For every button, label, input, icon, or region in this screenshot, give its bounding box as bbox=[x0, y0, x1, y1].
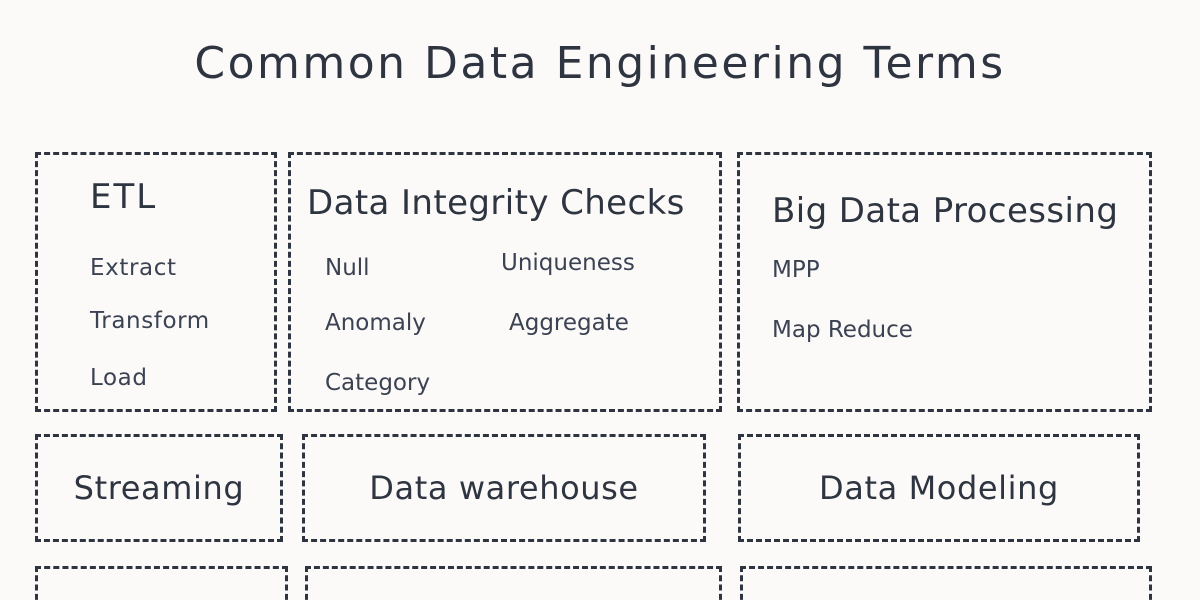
card-big-data-processing-title: Big Data Processing bbox=[772, 191, 1119, 231]
card-data-integrity-checks[interactable]: Data Integrity Checks Null Anomaly Categ… bbox=[288, 152, 722, 412]
card-streaming[interactable]: Streaming bbox=[35, 434, 283, 542]
card-data-modeling[interactable]: Data Modeling bbox=[738, 434, 1140, 542]
card-data-warehouse-title: Data warehouse bbox=[369, 469, 639, 507]
card-etl-item-load: Load bbox=[90, 365, 148, 391]
card-big-data-processing-item-mpp: MPP bbox=[772, 257, 820, 283]
card-data-integrity-checks-item-aggregate: Aggregate bbox=[509, 310, 629, 336]
card-etl-item-extract: Extract bbox=[90, 255, 177, 281]
card-etl-item-transform: Transform bbox=[90, 308, 210, 334]
card-data-integrity-checks-title: Data Integrity Checks bbox=[307, 183, 685, 223]
card-etl[interactable]: ETL Extract Transform Load bbox=[35, 152, 277, 412]
card-data-integrity-checks-item-null: Null bbox=[325, 255, 370, 281]
page-title: Common Data Engineering Terms bbox=[194, 38, 1006, 89]
card-big-data-processing-item-map-reduce: Map Reduce bbox=[772, 317, 913, 343]
card-etl-title: ETL bbox=[90, 177, 158, 217]
card-data-integrity-checks-item-anomaly: Anomaly bbox=[325, 310, 426, 336]
card-data-warehouse[interactable]: Data warehouse bbox=[302, 434, 706, 542]
card-row3-second[interactable] bbox=[305, 566, 722, 600]
card-row3-first[interactable]: Data bbox=[35, 566, 288, 600]
card-data-integrity-checks-item-uniqueness: Uniqueness bbox=[501, 250, 635, 276]
card-data-integrity-checks-item-category: Category bbox=[325, 370, 431, 396]
card-streaming-title: Streaming bbox=[73, 469, 245, 507]
card-big-data-processing[interactable]: Big Data Processing MPP Map Reduce bbox=[737, 152, 1152, 412]
card-row3-third[interactable] bbox=[740, 566, 1152, 600]
card-data-modeling-title: Data Modeling bbox=[819, 469, 1059, 507]
